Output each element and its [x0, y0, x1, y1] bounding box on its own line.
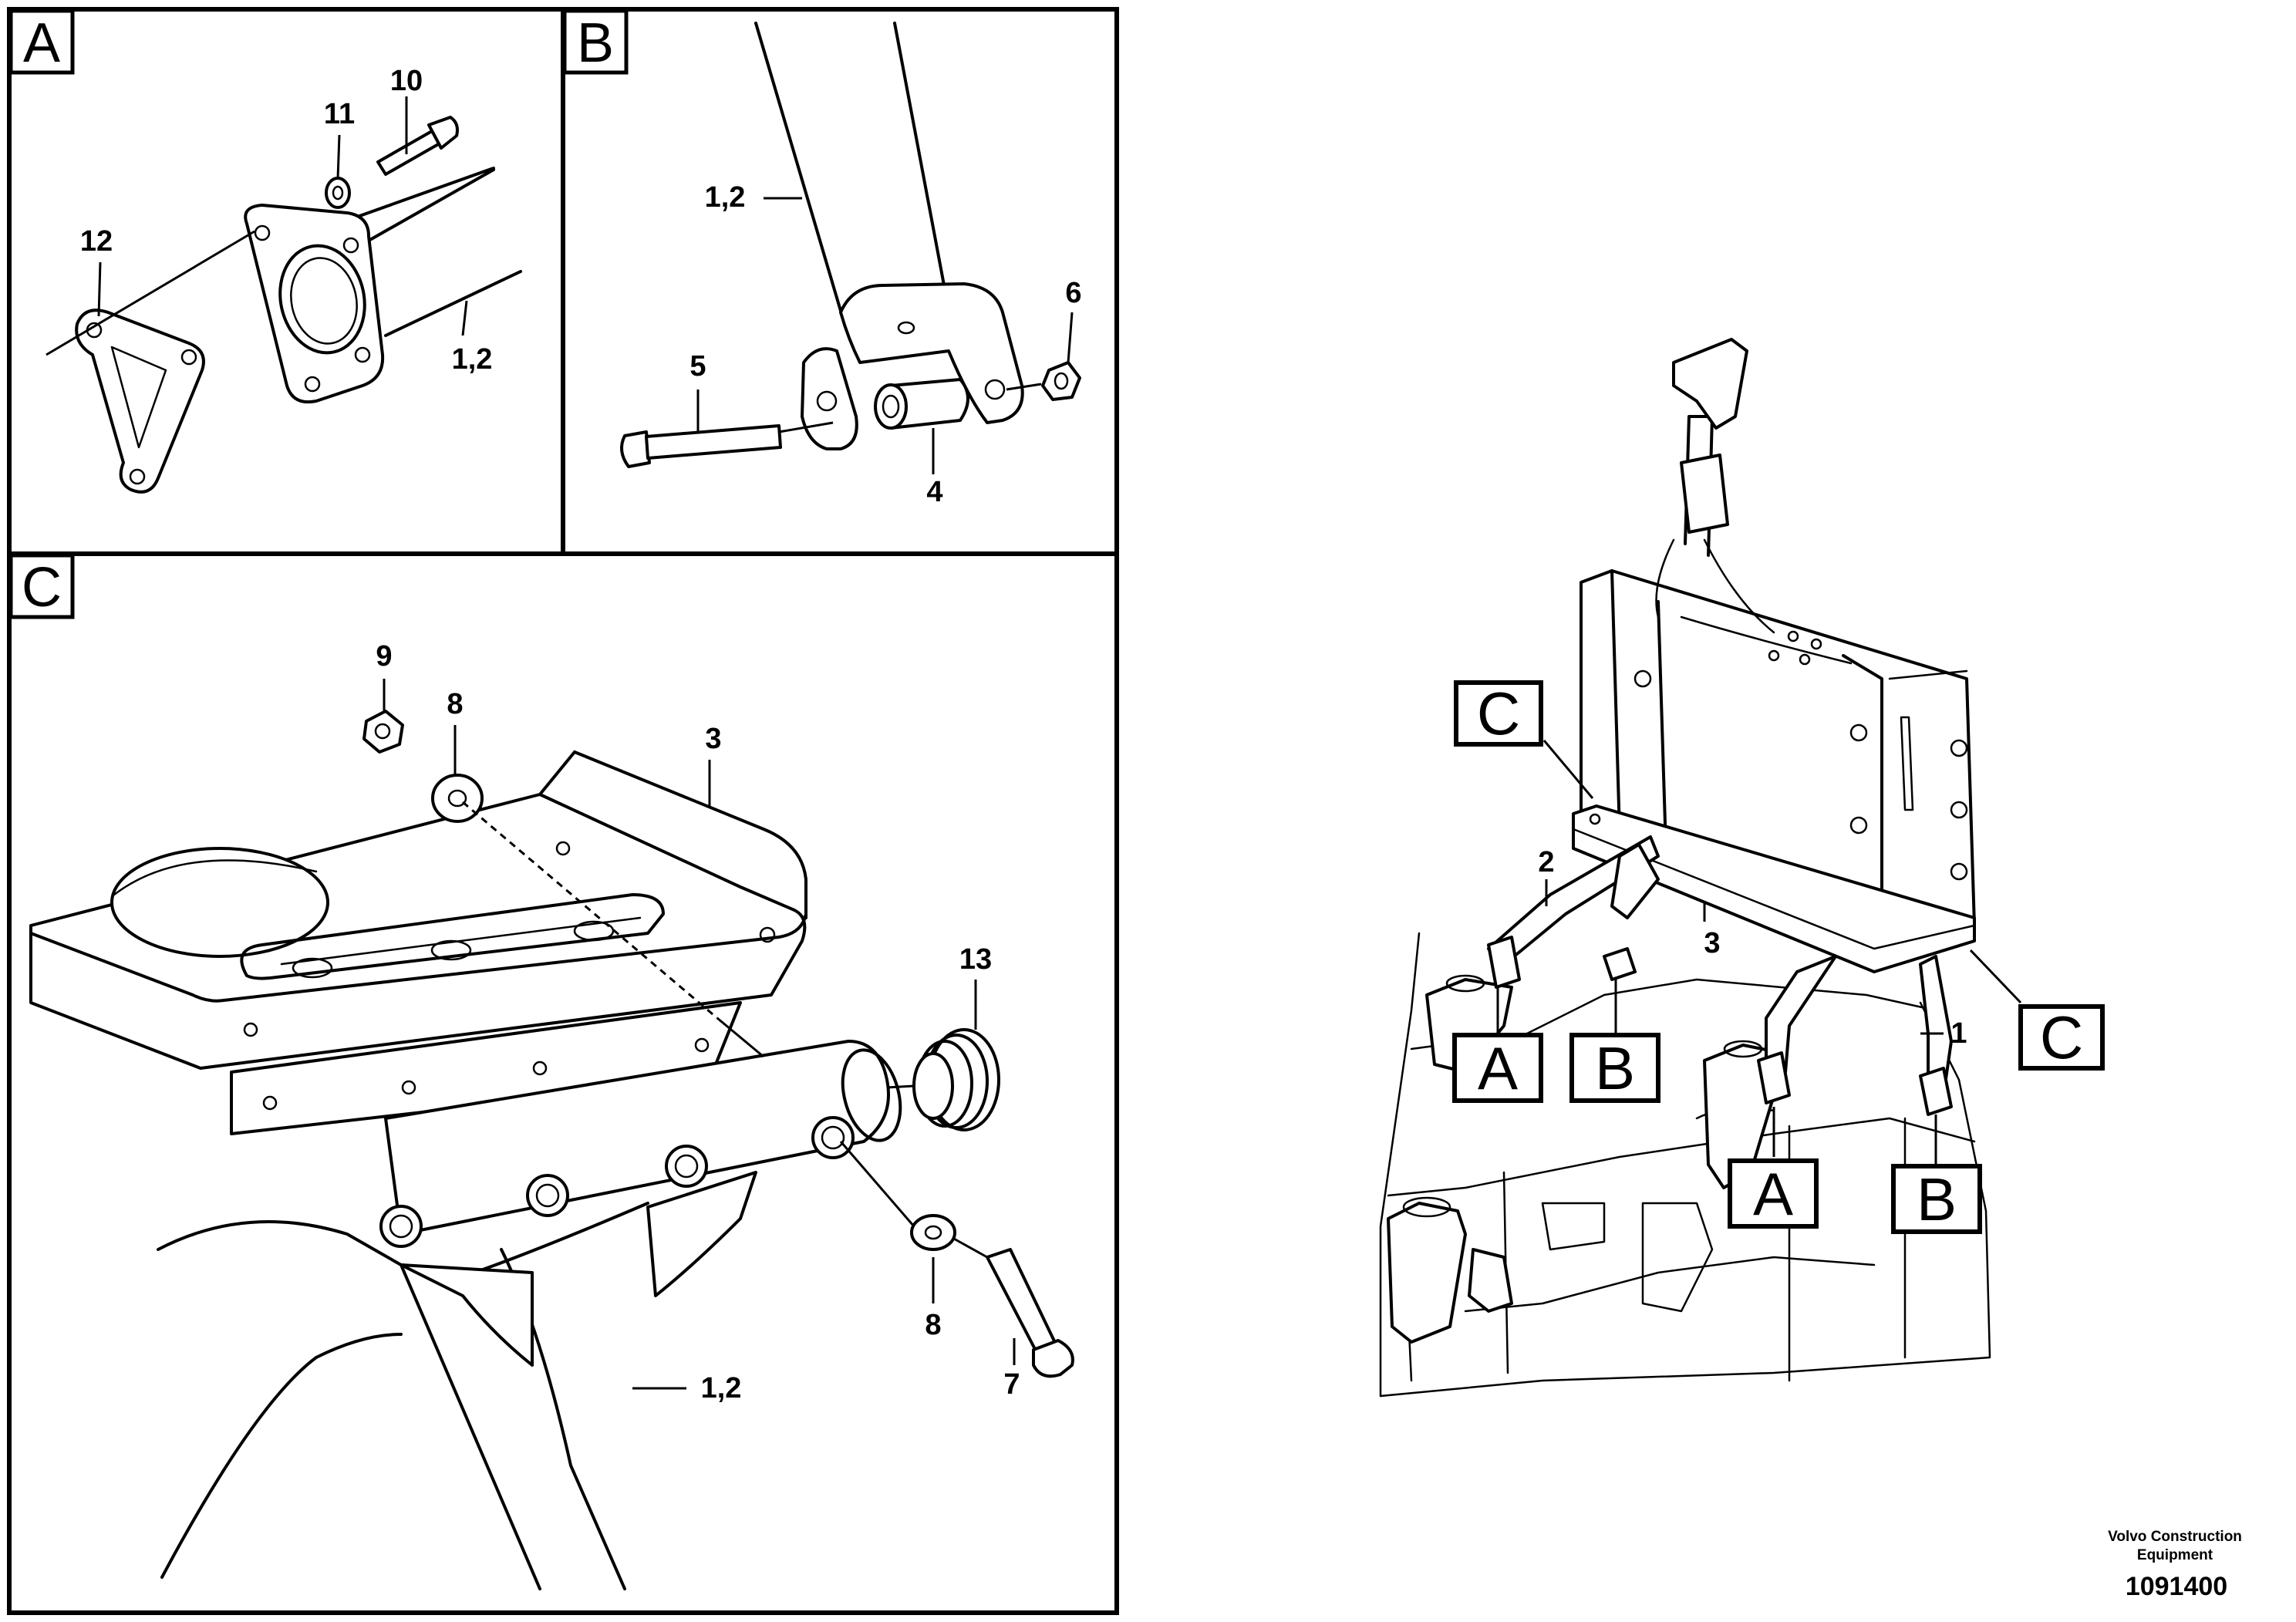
frame-rail-3: [1572, 804, 1976, 973]
frame-arms-c: [157, 1171, 757, 1590]
view-label-b-right-box: [1891, 1164, 1982, 1234]
bracket-b: [801, 282, 1024, 450]
view-label-b-right: B: [1917, 1165, 1957, 1233]
panel-a: A: [7, 7, 565, 556]
view-label-c-right: C: [2040, 1003, 2083, 1071]
panel-b-letter-box: [562, 8, 629, 75]
panel-b: B: [561, 7, 1119, 556]
washer-11: [325, 177, 351, 209]
bolt-5: [620, 421, 834, 468]
nut-9: [362, 710, 404, 754]
callout-6-b: 6: [1065, 277, 1081, 309]
bushing-4: [874, 378, 969, 430]
view-label-c-upper-box: [1454, 680, 1543, 747]
panel-c-letter-box: [8, 553, 75, 619]
drawing-number: 1091400: [2126, 1572, 2227, 1601]
washer-8-top: [431, 774, 484, 823]
support-plate-3: [29, 750, 807, 1135]
callout-tube-b: 1,2: [705, 181, 746, 214]
company-name-line-1: Volvo Construction: [2108, 1529, 2242, 1545]
callout-tube-a: 1,2: [452, 343, 493, 376]
tube-c: [379, 1040, 902, 1248]
view-label-a-left-box: [1452, 1033, 1543, 1103]
view-label-a-right: A: [1753, 1160, 1793, 1228]
company-name-line-2: Equipment: [2137, 1547, 2213, 1563]
view-label-c-upper: C: [1477, 679, 1520, 747]
panel-c: C: [7, 551, 1119, 1615]
panel-b-letter: B: [577, 12, 614, 74]
view-label-b-left-box: [1569, 1033, 1660, 1103]
callout-3-overview: 3: [1704, 927, 1720, 959]
callout-13-c: 13: [959, 943, 992, 976]
callout-8-top-c: 8: [447, 688, 463, 720]
footer: Volvo Construction Equipment 1091400: [2108, 1529, 2242, 1601]
callout-10-a: 10: [390, 65, 423, 97]
washer-8-bottom: [839, 1141, 988, 1259]
view-label-b-left: B: [1595, 1034, 1635, 1102]
arm-tube-b: [754, 22, 946, 325]
overview-assembly: C C A B A B 2 3 1: [1379, 338, 2105, 1398]
view-label-a-right-box: [1728, 1158, 1819, 1229]
plug-13: [886, 1028, 1000, 1131]
bolt-10: [376, 116, 459, 176]
callout-12-a: 12: [80, 225, 113, 258]
callout-1-overview: 1: [1950, 1017, 1967, 1050]
callout-11-a: 11: [324, 98, 355, 130]
panel-a-letter-box: [8, 8, 75, 75]
callout-8-bottom-c: 8: [925, 1309, 941, 1341]
callout-7-c: 7: [1003, 1368, 1020, 1401]
bracket-12: [75, 309, 205, 494]
bolt-7: [986, 1248, 1074, 1378]
view-label-a-left: A: [1478, 1034, 1518, 1102]
callout-4-b: 4: [926, 476, 942, 508]
panel-c-letter: C: [22, 557, 62, 619]
callout-tube-c: 1,2: [701, 1372, 742, 1404]
callout-5-b: 5: [689, 350, 706, 383]
panel-a-letter: A: [23, 12, 60, 74]
view-label-c-right-box: [2018, 1004, 2105, 1071]
callout-2-overview: 2: [1538, 846, 1554, 878]
callout-9-c: 9: [376, 640, 392, 673]
callout-3-c: 3: [705, 723, 721, 755]
flange: [244, 204, 385, 403]
